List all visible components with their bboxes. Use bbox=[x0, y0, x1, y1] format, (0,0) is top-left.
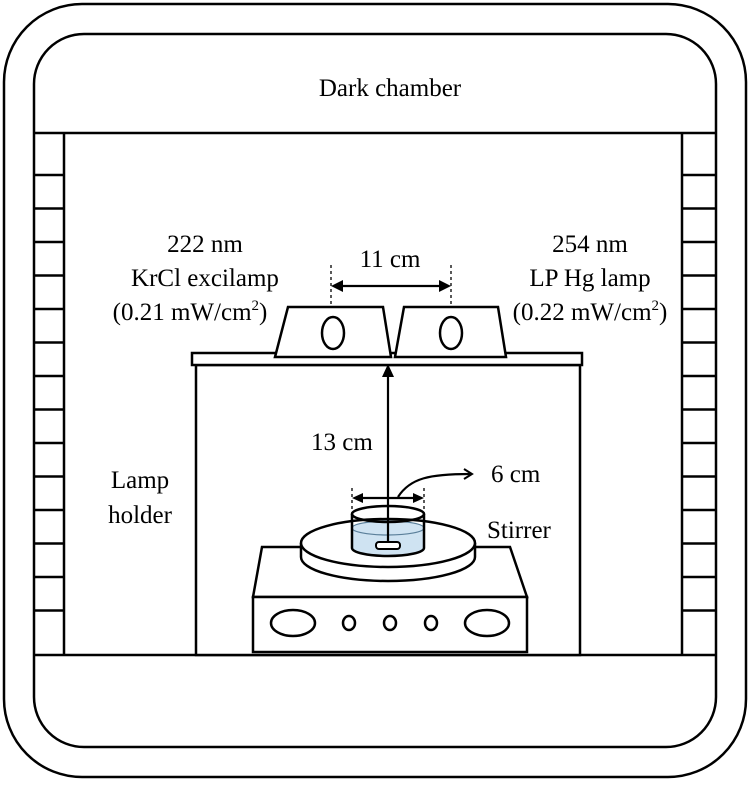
lamp-spacing-label: 11 cm bbox=[359, 246, 421, 273]
stirrer-label: Stirrer bbox=[487, 517, 551, 544]
stirrer-knob-3 bbox=[423, 614, 439, 632]
lamp-spacing-arrowhead-left bbox=[331, 280, 343, 292]
lamp-spacing-arrowhead-right bbox=[439, 280, 451, 292]
dish-label-leader bbox=[397, 472, 471, 498]
stirrer-display-right bbox=[463, 608, 511, 638]
dish-label-arrowhead bbox=[463, 468, 474, 480]
stirrer-display-left bbox=[269, 608, 317, 638]
lamp-222-name: KrCl excilamp bbox=[131, 265, 279, 292]
lamp-holder-label-line2: holder bbox=[108, 502, 172, 529]
dish-wall bbox=[350, 514, 426, 558]
krcl-excilamp-window bbox=[320, 315, 346, 351]
lamp-254-wavelength: 254 nm bbox=[552, 231, 628, 258]
lamp-254-name: LP Hg lamp bbox=[529, 265, 651, 292]
stirrer-knob-1 bbox=[341, 614, 357, 632]
dish-diameter-label: 6 cm bbox=[491, 461, 541, 488]
lamp-distance-label: 13 cm bbox=[311, 429, 373, 456]
lamp-holder-label-line1: Lamp bbox=[110, 467, 170, 494]
right-shelf-rungs bbox=[682, 173, 716, 612]
stir-bar bbox=[375, 541, 401, 550]
lp-hg-lamp-window bbox=[438, 315, 464, 351]
lamp-222-irradiance: (0.21 mW/cm2) bbox=[112, 298, 268, 326]
dish-diameter-arrowhead-right bbox=[413, 493, 424, 503]
lamp-distance-arrowhead bbox=[382, 364, 394, 377]
dark-chamber-label: Dark chamber bbox=[318, 75, 462, 102]
lamp-222-wavelength: 222 nm bbox=[167, 231, 243, 258]
stirrer-knob-2 bbox=[382, 614, 398, 632]
dish-diameter-arrowhead-left bbox=[352, 493, 363, 503]
chamber-inner-wall bbox=[32, 32, 718, 749]
left-shelf-rungs bbox=[34, 173, 64, 612]
lamp-254-irradiance: (0.22 mW/cm2) bbox=[512, 298, 668, 326]
